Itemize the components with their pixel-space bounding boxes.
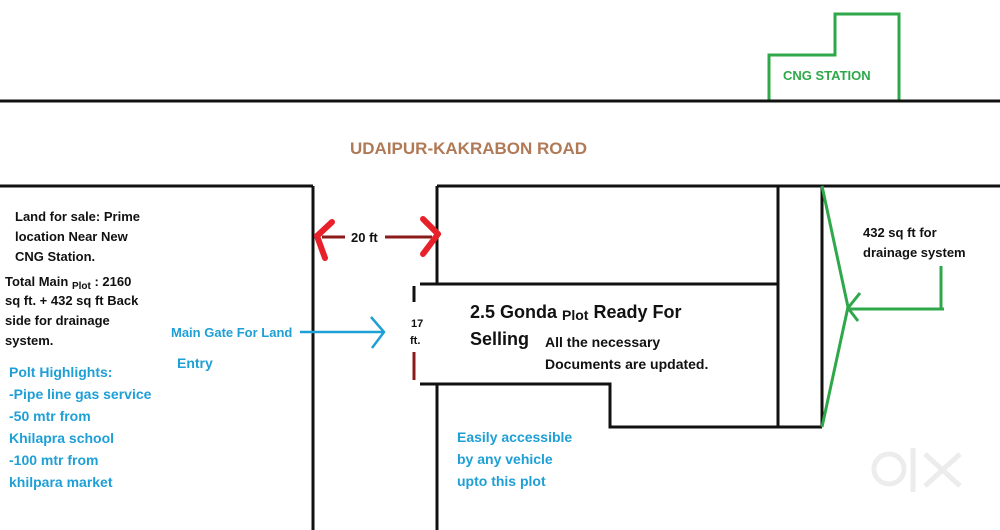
svg-text:side for drainage: side for drainage <box>5 313 110 328</box>
main-gate-arrow <box>300 316 386 349</box>
svg-text:Documents are updated.: Documents are updated. <box>545 356 708 372</box>
svg-text:by any vehicle: by any vehicle <box>457 451 553 467</box>
olx-watermark-logo <box>871 448 962 492</box>
svg-text:drainage system: drainage system <box>863 245 966 260</box>
svg-text:-100 mtr from: -100 mtr from <box>9 452 98 468</box>
drainage-label: 432 sq ft for drainage system <box>863 225 966 260</box>
documents-note: All the necessary Documents are updated. <box>545 334 708 372</box>
svg-text:Easily accessible: Easily accessible <box>457 429 572 445</box>
svg-text:Khilapra school: Khilapra school <box>9 430 114 446</box>
intro-text: Land for sale: Prime location Near New C… <box>15 209 140 264</box>
svg-text:Land for sale: Prime: Land for sale: Prime <box>15 209 140 224</box>
svg-text:All the necessary: All the necessary <box>545 334 660 350</box>
gate-width-number: 17 <box>411 318 423 330</box>
svg-text:sq ft. + 432 sq ft Back: sq ft. + 432 sq ft Back <box>5 293 139 308</box>
main-gate-entry-label: Entry <box>177 355 213 371</box>
svg-text:-Pipe line gas service: -Pipe line gas service <box>9 386 152 402</box>
cng-station-outline <box>767 12 901 101</box>
svg-text:khilpara market: khilpara market <box>9 474 113 490</box>
svg-text:432 sq ft for: 432 sq ft for <box>863 225 937 240</box>
drainage-pointer <box>820 185 944 428</box>
width-label: 20 ft <box>351 230 378 245</box>
width-arrow <box>314 216 441 261</box>
cng-station-label: CNG STATION <box>783 68 871 83</box>
svg-text:CNG Station.: CNG Station. <box>15 249 95 264</box>
svg-text:2.5 Gonda Plot Ready For: 2.5 Gonda Plot Ready For <box>470 302 682 323</box>
svg-text:system.: system. <box>5 333 53 348</box>
svg-text:Total Main Plot : 2160: Total Main Plot : 2160 <box>5 274 131 292</box>
plot-highlights: Polt Highlights: -Pipe line gas service … <box>9 364 152 490</box>
svg-text:Polt Highlights:: Polt Highlights: <box>9 364 112 380</box>
road-label: UDAIPUR-KAKRABON ROAD <box>350 139 587 158</box>
plot-title: 2.5 Gonda Plot Ready For Selling <box>470 302 682 349</box>
main-gate-label: Main Gate For Land <box>171 325 292 340</box>
access-note: Easily accessible by any vehicle upto th… <box>457 429 572 489</box>
total-area-text: Total Main Plot : 2160 sq ft. + 432 sq f… <box>5 274 139 348</box>
svg-text:Selling: Selling <box>470 329 529 349</box>
svg-text:location Near New: location Near New <box>15 229 129 244</box>
svg-text:-50 mtr from: -50 mtr from <box>9 408 91 424</box>
gate-width-unit: ft. <box>410 335 420 347</box>
svg-text:upto this plot: upto this plot <box>457 473 546 489</box>
